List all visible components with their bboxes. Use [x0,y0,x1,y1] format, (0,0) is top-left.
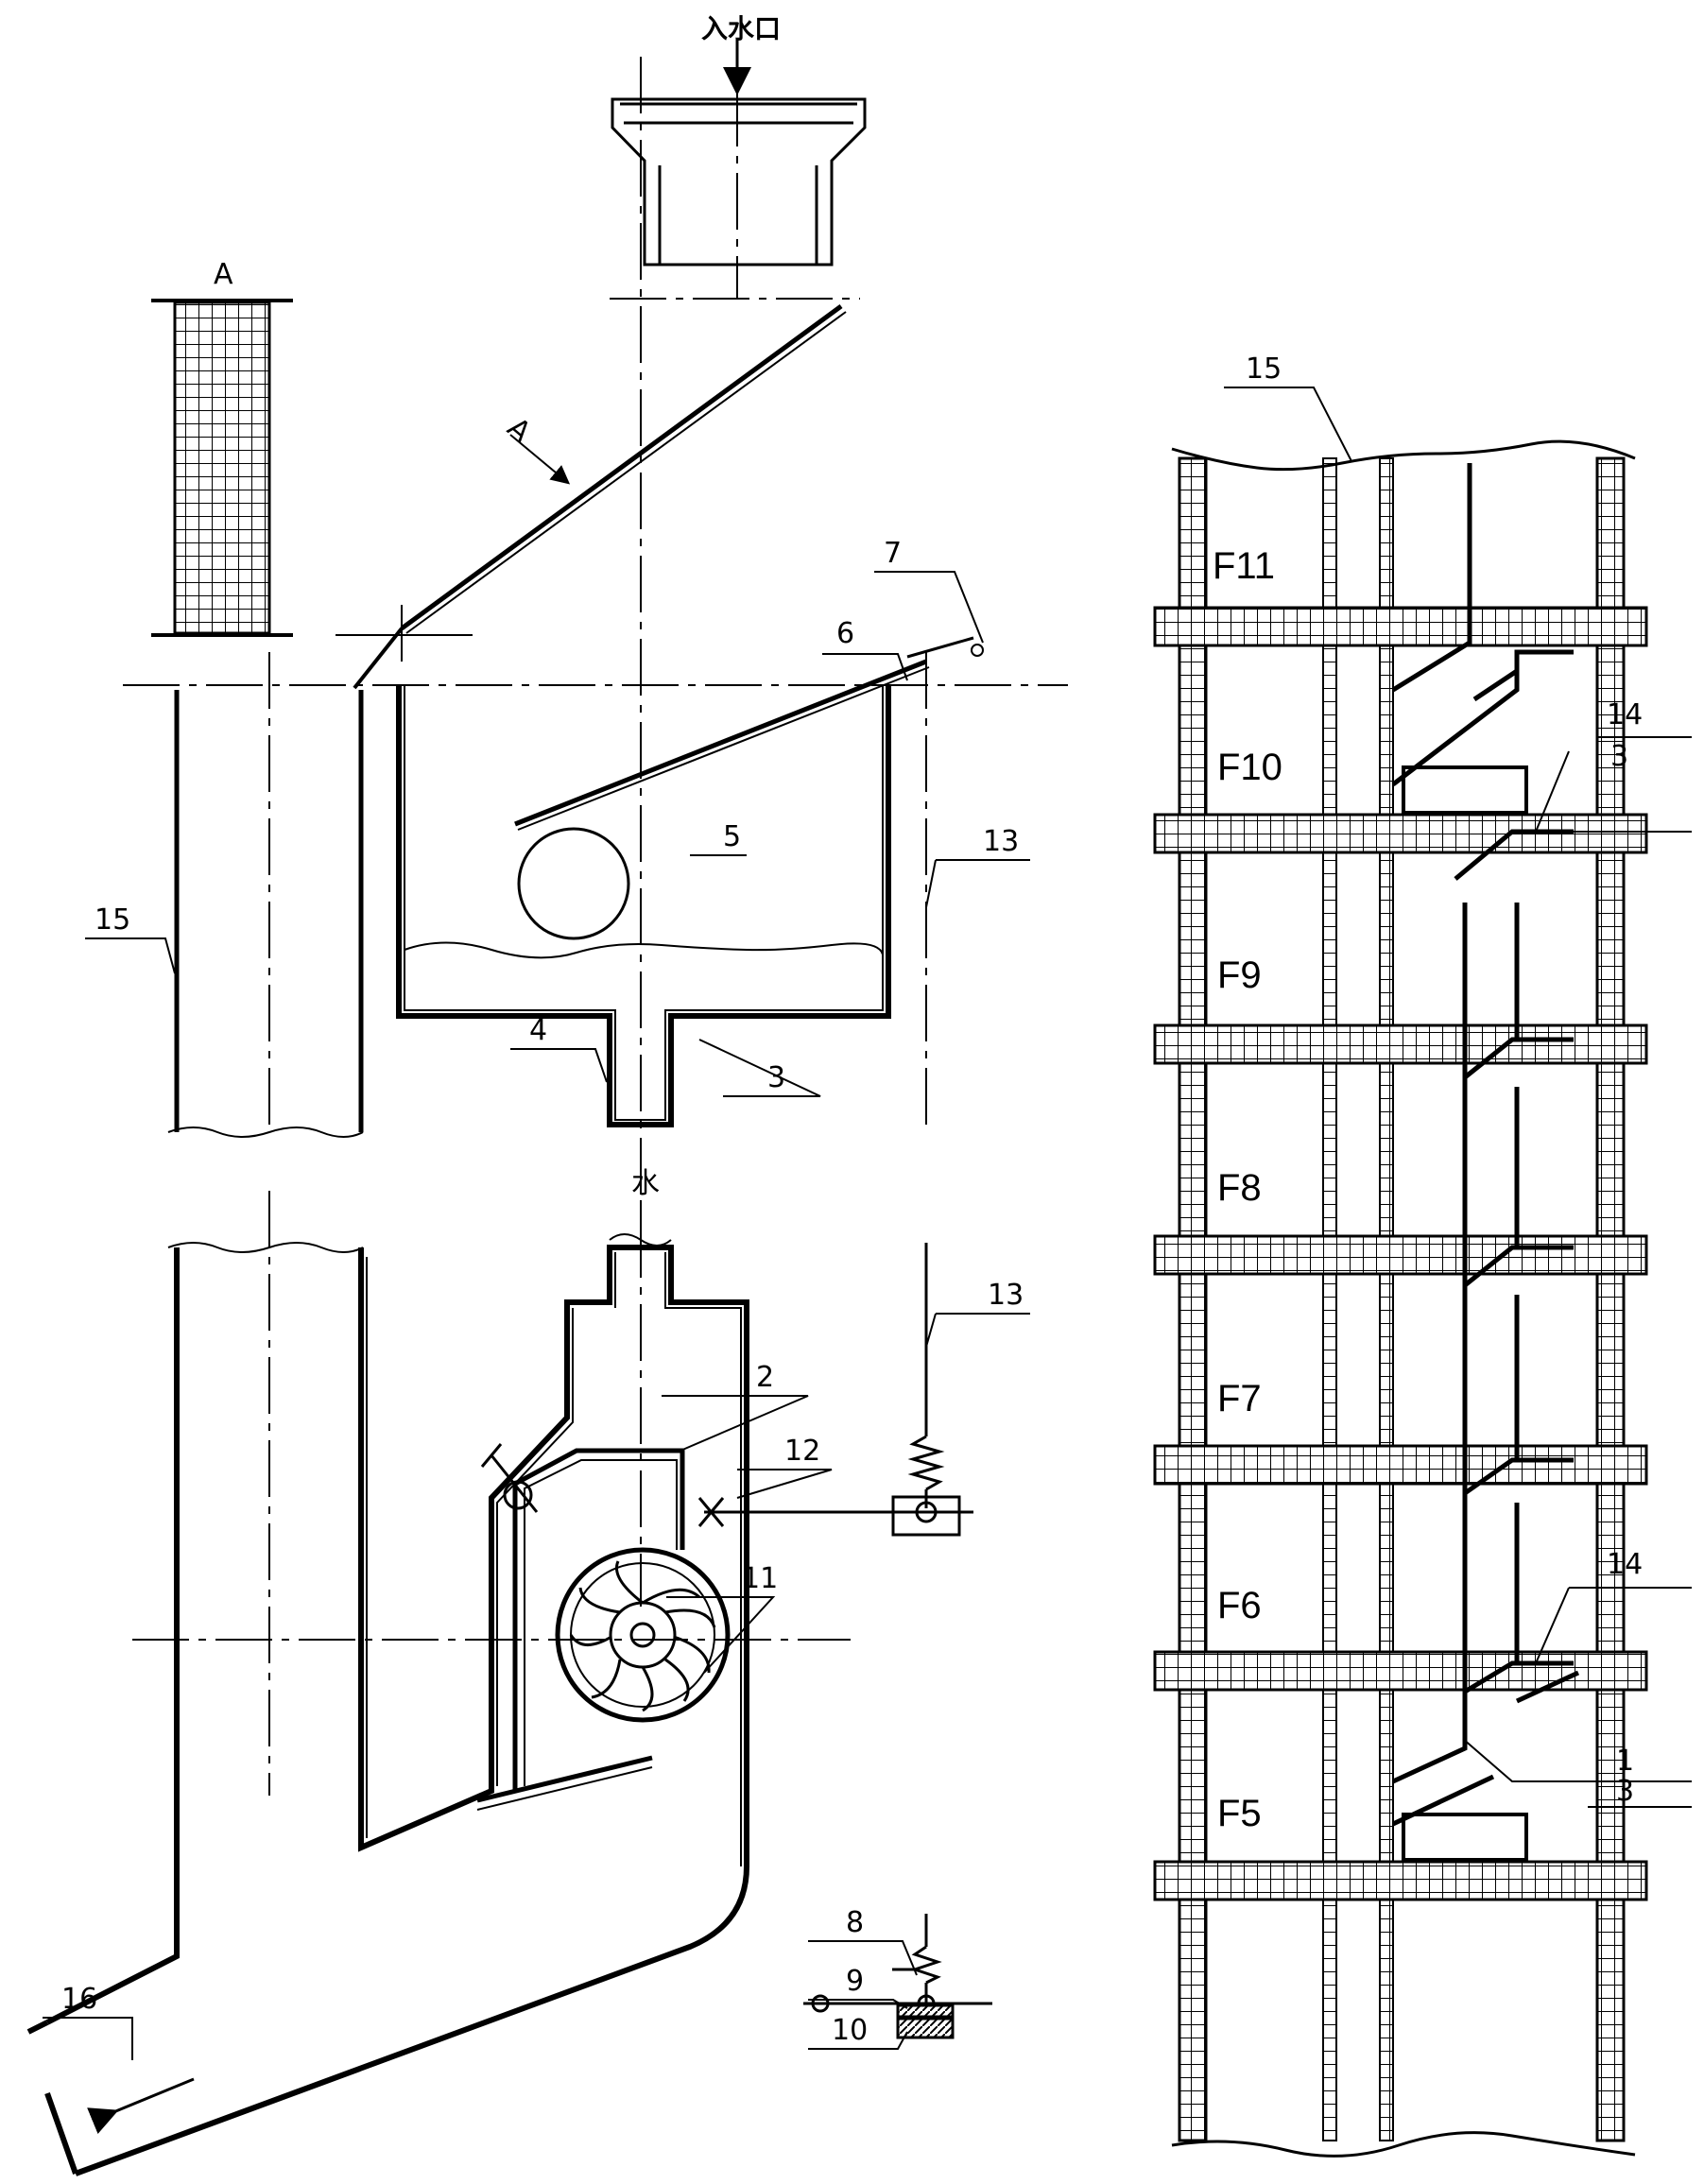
floor-f9: F9 [1217,954,1262,996]
floor-f5: F5 [1217,1793,1262,1834]
inclined-screen [336,303,847,690]
control-assembly [697,1243,973,1537]
view-a-label: A [214,258,233,291]
view-a-mesh [151,299,293,637]
part-11: 11 [742,1562,778,1595]
valve-icon [480,1443,539,1513]
downpipe-upper [167,690,364,1138]
part-8: 8 [846,1906,864,1939]
part-13-lower: 13 [988,1279,1024,1312]
part-3-tank: 3 [767,1061,785,1094]
part-12: 12 [784,1435,820,1468]
branch-pipes [1391,463,1580,1827]
part-6: 6 [836,617,854,650]
turbine-icon [555,1547,731,1723]
part-9: 9 [846,1965,864,1998]
part-14-upper: 14 [1607,698,1643,731]
leader-lines [43,387,1692,2060]
part-number-labels: 15 14 3 14 1 3 7 6 5 13 15 4 3 13 2 12 1… [61,353,1643,2047]
part-16: 16 [61,1983,97,2016]
part-15-upper: 15 [1246,353,1282,386]
part-3-lower-right: 3 [1616,1775,1634,1808]
part-7: 7 [884,537,902,570]
part-3-upper-right: 3 [1610,740,1628,773]
water-tank [396,636,984,1127]
floor-f7: F7 [1217,1378,1262,1419]
floor-f6: F6 [1217,1585,1262,1626]
floor-f11: F11 [1213,545,1275,587]
inlet-funnel [611,38,867,267]
center-lines [123,57,1068,1796]
part-13-upper: 13 [983,825,1019,858]
part-1: 1 [1616,1745,1634,1778]
floor-f10: F10 [1217,747,1282,788]
part-10: 10 [832,2014,868,2047]
lower-assembly [26,1200,749,2176]
part-4: 4 [529,1014,547,1047]
drip-trays [1402,765,1528,1862]
floor-f8: F8 [1217,1167,1262,1209]
section-a-marker: A [501,411,538,449]
water-label: 水 [631,1167,660,1200]
inlet-label: 入水口 [701,13,781,44]
floor-slabs [1153,606,1648,1901]
part-2: 2 [756,1361,774,1394]
building-section [1153,439,1648,2158]
part-15-left: 15 [95,903,130,937]
part-5: 5 [723,820,741,853]
part-14-lower: 14 [1607,1548,1643,1581]
